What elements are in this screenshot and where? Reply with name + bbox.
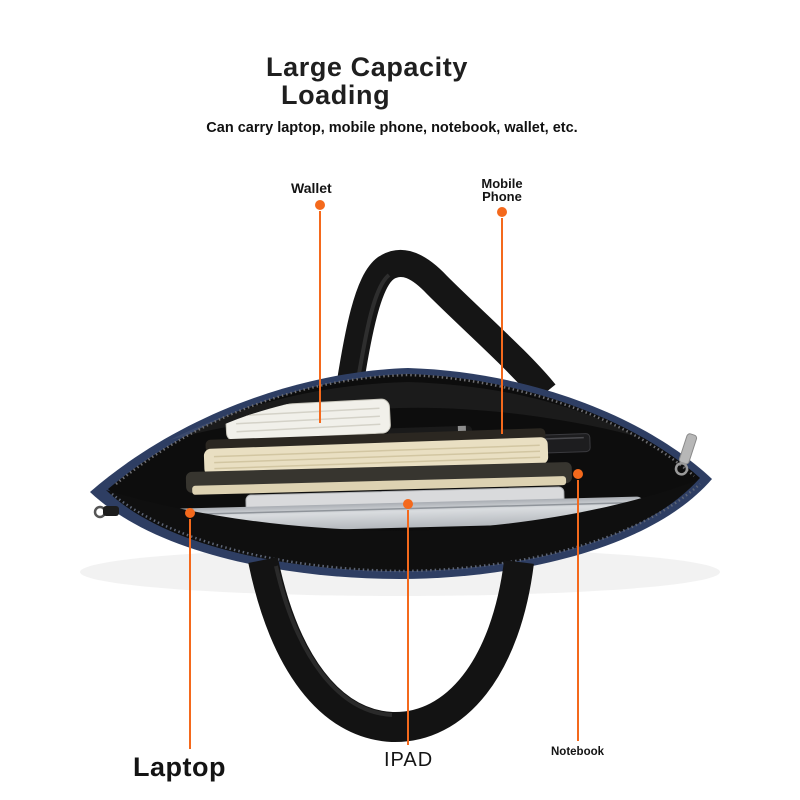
callout-line-notebook [577, 480, 579, 741]
callout-line-ipad [407, 510, 409, 745]
callout-dot-laptop [185, 508, 195, 518]
callout-line-laptop [189, 519, 191, 749]
item-notebook-dark [185, 462, 572, 495]
callout-label-laptop: Laptop [133, 752, 226, 782]
callout-dot-mobile-phone [497, 207, 507, 217]
callout-line-wallet [319, 211, 321, 423]
callout-label-ipad: IPAD [384, 749, 434, 771]
callout-dot-ipad [403, 499, 413, 509]
zipper-pull-left [93, 505, 119, 519]
bottom-handle-highlight [274, 565, 393, 717]
subheadline: Can carry laptop, mobile phone, notebook… [206, 120, 578, 136]
callout-label-mobile-line1: Mobile [481, 176, 523, 191]
callout-dot-notebook [573, 469, 583, 479]
callout-label-mobile-line2: Phone [482, 189, 522, 204]
zipper-pull-right [674, 433, 698, 476]
item-wallet [225, 398, 391, 442]
callout-line-mobile-phone [501, 218, 503, 434]
callout-dot-wallet [315, 200, 325, 210]
bottom-handle [248, 556, 534, 742]
bag-front-flap [106, 480, 698, 571]
callout-label-notebook: Notebook [551, 746, 605, 758]
flap-sheen [170, 382, 635, 440]
callout-label-mobile-phone: Mobile Phone [473, 177, 531, 203]
zipper-top [115, 373, 695, 485]
callout-label-wallet: Wallet [291, 180, 332, 196]
headline-line1: Large Capacity [266, 52, 468, 82]
headline-line2: Loading [281, 80, 391, 110]
